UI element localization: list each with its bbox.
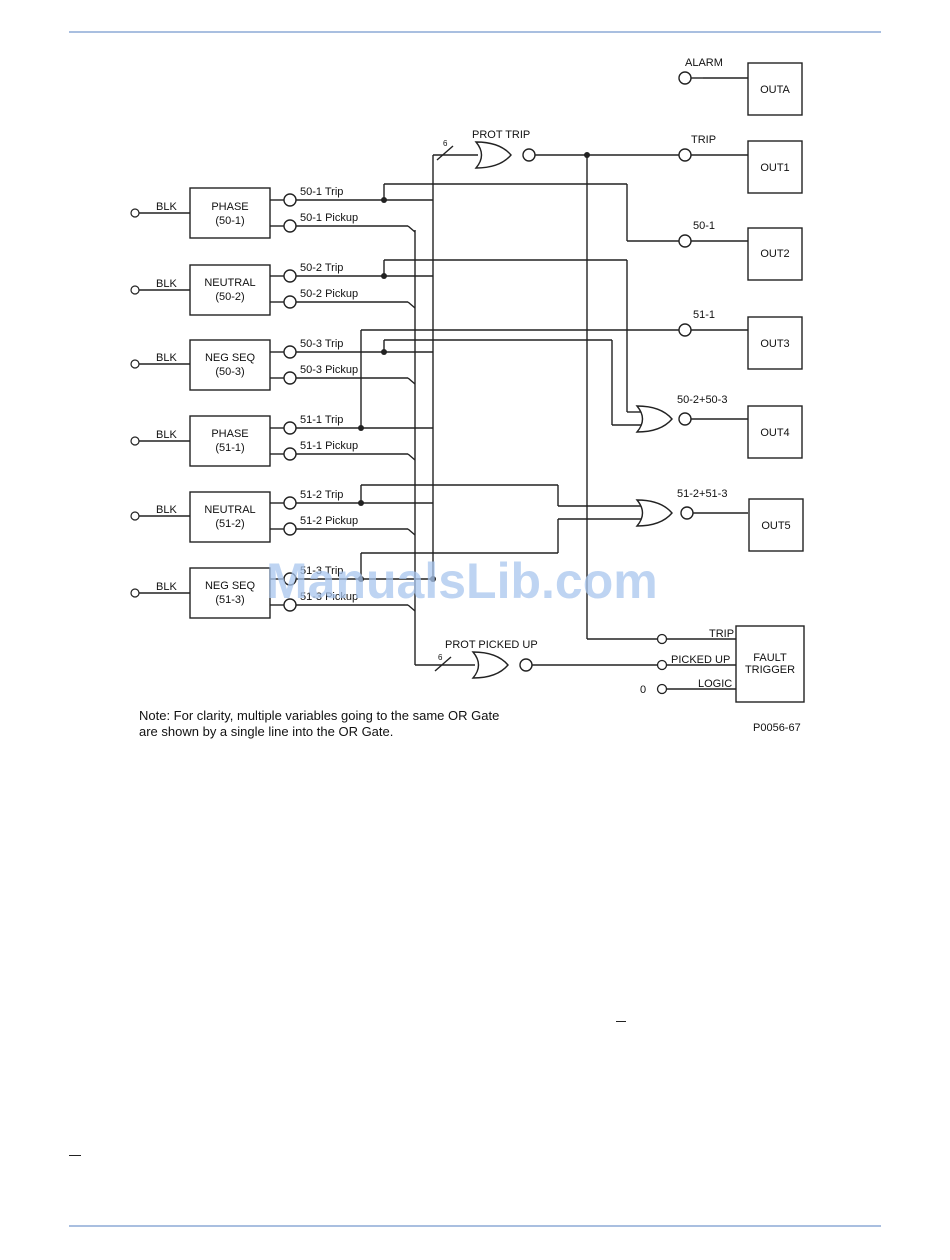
block-name: NEG SEQ	[205, 580, 256, 592]
trip-label: 50-1 Trip	[300, 186, 343, 198]
output-signal-label: 50-1	[693, 220, 715, 232]
block-code: (50-2)	[215, 291, 244, 303]
block-code: (51-2)	[215, 518, 244, 530]
out5-or-gate	[635, 499, 673, 527]
stray-mark	[616, 1021, 626, 1022]
function-block: BLK NEG SEQ (51-3) 51-3 Trip 51-3 Pickup	[130, 565, 433, 619]
trip-label: 51-3 Trip	[300, 565, 343, 577]
logic-value: 0	[640, 684, 646, 696]
pickup-label: 51-3 Pickup	[300, 591, 358, 603]
blk-label: BLK	[156, 581, 177, 593]
diagram-note: Note: For clarity, multiple variables go…	[139, 708, 499, 740]
output-contact: 50-2+50-3 OUT4	[677, 394, 803, 459]
output-contact: 51-1 OUT3	[678, 309, 803, 370]
pickup-bus-count: 6	[438, 653, 443, 662]
prot-pickup-inverter	[519, 658, 533, 672]
junction-dots	[358, 152, 590, 582]
figure-code: P0056-67	[753, 722, 801, 734]
function-block: BLK PHASE (50-1) 50-1 Trip 50-1 Pickup	[130, 186, 433, 239]
pickup-label: 51-1 Pickup	[300, 440, 358, 452]
blk-label: BLK	[156, 278, 177, 290]
logic-diagram: BLK PHASE (50-1) 50-1 Trip 50-1 Pickup B…	[130, 57, 805, 703]
trip-label: 50-2 Trip	[300, 262, 343, 274]
block-name: PHASE	[211, 201, 248, 213]
pickup-label: 50-3 Pickup	[300, 364, 358, 376]
block-name: NEUTRAL	[204, 504, 255, 516]
blk-label: BLK	[156, 504, 177, 516]
output-contact: TRIP OUT1	[678, 134, 803, 194]
output-signal-label: 51-2+51-3	[677, 488, 727, 500]
watermark: ManualsLib.com	[266, 553, 658, 609]
blk-label: BLK	[156, 429, 177, 441]
fault-input-label: PICKED UP	[671, 654, 730, 666]
function-block: BLK PHASE (51-1) 51-1 Trip 51-1 Pickup	[130, 414, 433, 467]
output-contact: 50-1 OUT2	[678, 220, 803, 281]
output-box-label: OUT3	[760, 338, 789, 350]
fault-input-label: LOGIC	[698, 678, 732, 690]
block-code: (51-1)	[215, 442, 244, 454]
fault-trigger-block: FAULT TRIGGER TRIP PICKED UP LOGIC 0	[640, 625, 805, 703]
note-line-2: are shown by a single line into the OR G…	[139, 724, 394, 739]
output-contact: 51-2+51-3 OUT5	[677, 488, 804, 552]
blk-label: BLK	[156, 201, 177, 213]
prot-trip-label: PROT TRIP	[472, 129, 530, 141]
block-name: PHASE	[211, 428, 248, 440]
block-name: NEG SEQ	[205, 352, 256, 364]
note-line-1: Note: For clarity, multiple variables go…	[139, 708, 500, 723]
pickup-label: 50-1 Pickup	[300, 212, 358, 224]
blk-label: BLK	[156, 352, 177, 364]
function-block: BLK NEG SEQ (50-3) 50-3 Trip 50-3 Pickup	[130, 338, 433, 391]
block-code: (50-1)	[215, 215, 244, 227]
trip-bus-count: 6	[443, 139, 448, 148]
output-box-label: OUT4	[760, 427, 789, 439]
block-code: (50-3)	[215, 366, 244, 378]
pickup-label: 51-2 Pickup	[300, 515, 358, 527]
pickup-label: 50-2 Pickup	[300, 288, 358, 300]
out4-or-gate	[635, 405, 673, 433]
function-block: BLK NEUTRAL (50-2) 50-2 Trip 50-2 Pickup	[130, 262, 433, 316]
output-signal-label: ALARM	[685, 57, 723, 69]
trip-label: 51-2 Trip	[300, 489, 343, 501]
prot-pickup-or-gate	[471, 651, 509, 679]
output-box-label: OUTA	[760, 84, 790, 96]
output-signal-label: 50-2+50-3	[677, 394, 727, 406]
output-contact: ALARM OUTA	[678, 57, 803, 116]
function-blocks: BLK PHASE (50-1) 50-1 Trip 50-1 Pickup B…	[130, 186, 433, 619]
fault-trigger-title-2: TRIGGER	[745, 664, 795, 676]
block-name: NEUTRAL	[204, 277, 255, 289]
fault-input-label: TRIP	[709, 628, 734, 640]
output-signal-label: TRIP	[691, 134, 716, 146]
prot-trip-or-gate	[474, 141, 512, 169]
output-contacts: ALARM OUTA TRIP OUT1 50-1 OUT2 51-1 OUT3…	[677, 57, 804, 552]
fault-trigger-title-1: FAULT	[753, 652, 787, 664]
output-signal-label: 51-1	[693, 309, 715, 321]
trip-label: 51-1 Trip	[300, 414, 343, 426]
top-rule	[69, 31, 881, 33]
stray-mark	[69, 1155, 81, 1156]
block-code: (51-3)	[215, 594, 244, 606]
output-box-label: OUT1	[760, 162, 789, 174]
function-block: BLK NEUTRAL (51-2) 51-2 Trip 51-2 Pickup	[130, 489, 433, 543]
trip-label: 50-3 Trip	[300, 338, 343, 350]
prot-trip-inverter	[522, 148, 536, 162]
output-box-label: OUT2	[760, 248, 789, 260]
prot-picked-up-label: PROT PICKED UP	[445, 639, 538, 651]
output-box-label: OUT5	[761, 520, 790, 532]
bottom-rule	[69, 1225, 881, 1227]
